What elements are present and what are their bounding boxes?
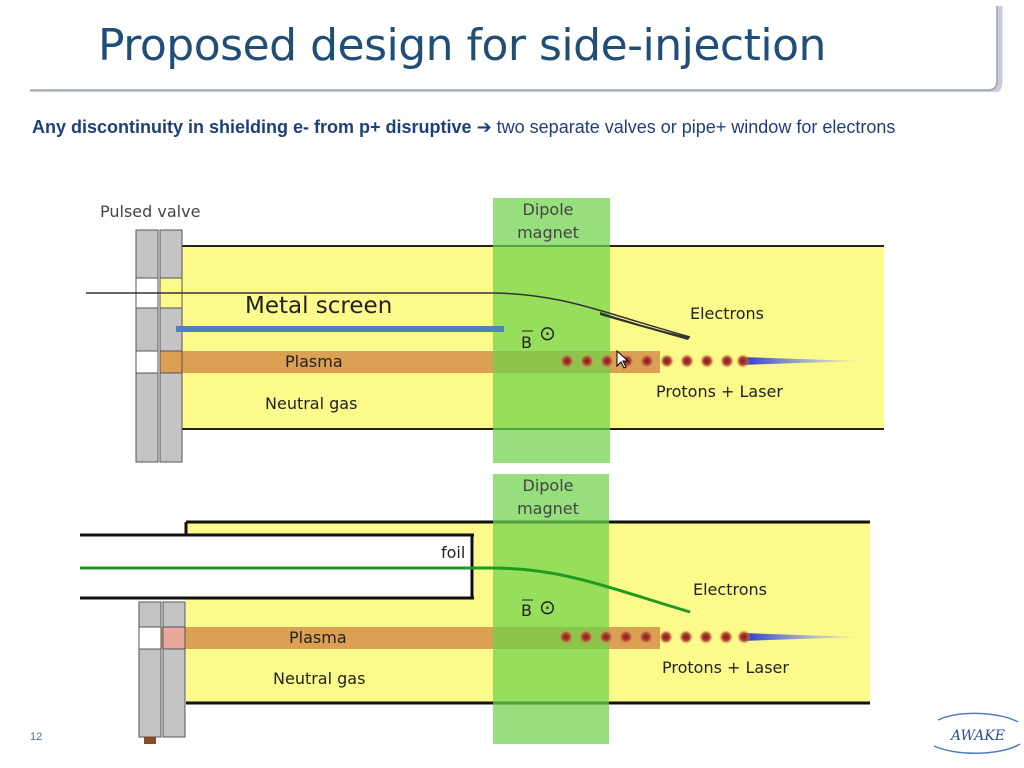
top-b-dot-icon: ⊙	[539, 321, 556, 345]
top-b-field-label: B	[521, 333, 532, 352]
title-frame	[30, 6, 1003, 92]
bottom-plasma-label: Plasma	[289, 628, 347, 647]
awake-logo-text: AWAKE	[949, 728, 1005, 744]
right-arrow-icon: ➔	[476, 117, 492, 137]
slide-title: Proposed design for side-injection	[98, 20, 826, 71]
mouse-cursor-icon	[616, 349, 630, 369]
awake-logo: AWAKE	[933, 712, 1021, 754]
top-dipole-label-line1: Dipole	[523, 200, 574, 219]
bottom-electron-trajectory	[80, 566, 691, 614]
top-metal-screen	[176, 326, 504, 332]
top-metal-screen-label: Metal screen	[245, 293, 392, 319]
bottom-dipole-label-line2: magnet	[517, 499, 579, 518]
top-laser-beam	[740, 357, 860, 365]
top-pulsed-valve-label: Pulsed valve	[100, 202, 200, 221]
top-electron-trajectory	[86, 292, 691, 338]
bottom-laser-beam	[742, 633, 858, 641]
bottom-dipole-label-line1: Dipole	[523, 476, 574, 495]
bottom-neutral-gas-label: Neutral gas	[273, 669, 365, 688]
bottom-diagram: Dipole magnet foil B ⊙ Plasma Neutral ga…	[80, 474, 870, 744]
top-dipole-magnet	[493, 198, 610, 463]
bottom-foil-label: foil	[441, 543, 465, 562]
top-pulsed-valve	[135, 229, 183, 463]
top-diagram: Pulsed valve Dipole magnet Metal screen …	[86, 198, 884, 463]
page-number: 12	[30, 731, 43, 743]
top-plasma-label: Plasma	[285, 352, 343, 371]
slide-subtitle: Any discontinuity in shielding e- from p…	[32, 114, 972, 140]
top-dipole-label-line2: magnet	[517, 223, 579, 242]
top-electrons-label: Electrons	[690, 304, 764, 323]
bottom-pulsed-valve	[138, 601, 186, 744]
bottom-proton-bunches	[559, 630, 751, 644]
bottom-dipole-magnet	[493, 474, 609, 744]
bottom-b-dot-icon: ⊙	[539, 595, 556, 619]
bottom-electrons-label: Electrons	[693, 580, 767, 599]
subtitle-rest-text: two separate valves or pipe+ window for …	[491, 117, 896, 137]
top-protons-laser-label: Protons + Laser	[656, 382, 783, 401]
subtitle-bold-text: Any discontinuity in shielding e- from p…	[32, 117, 472, 137]
bottom-protons-laser-label: Protons + Laser	[662, 658, 789, 677]
bottom-b-field-label: B	[521, 601, 532, 620]
top-neutral-gas-label: Neutral gas	[265, 394, 357, 413]
top-proton-bunches	[560, 354, 750, 368]
